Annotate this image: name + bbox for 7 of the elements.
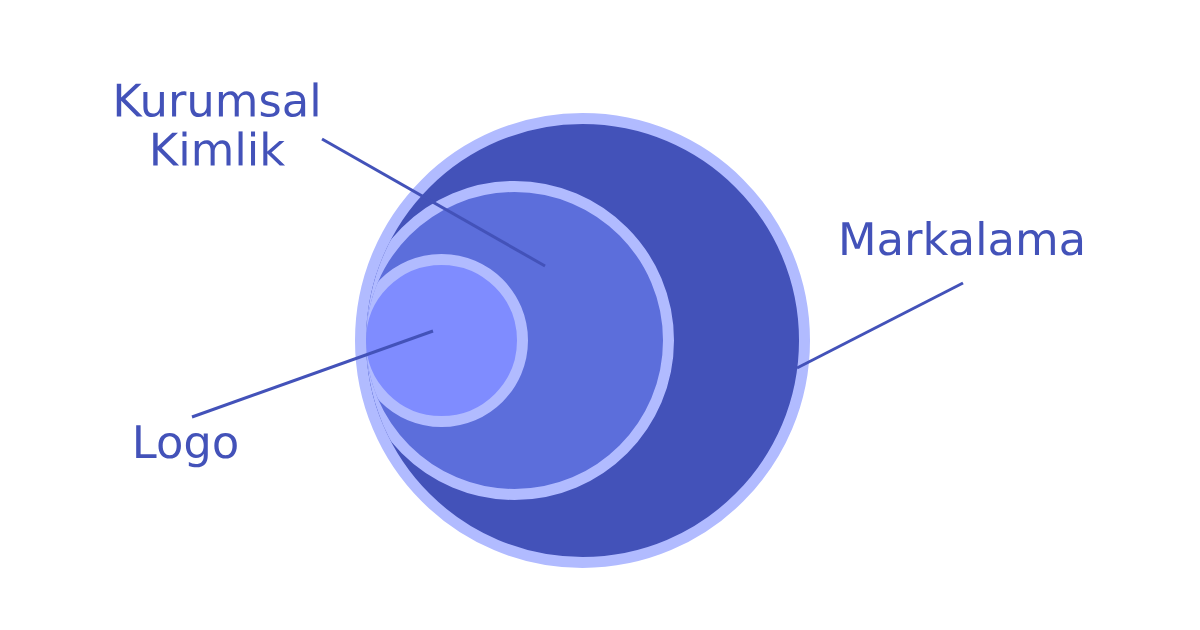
callout-label: Kurumsal Kimlik xyxy=(116,82,318,166)
leader-line xyxy=(191,329,434,419)
circle xyxy=(366,254,528,427)
leader-line xyxy=(321,137,546,268)
callout-label: Logo xyxy=(136,425,237,468)
leader-line xyxy=(796,281,964,370)
callout-label: Markalama xyxy=(842,220,1083,256)
